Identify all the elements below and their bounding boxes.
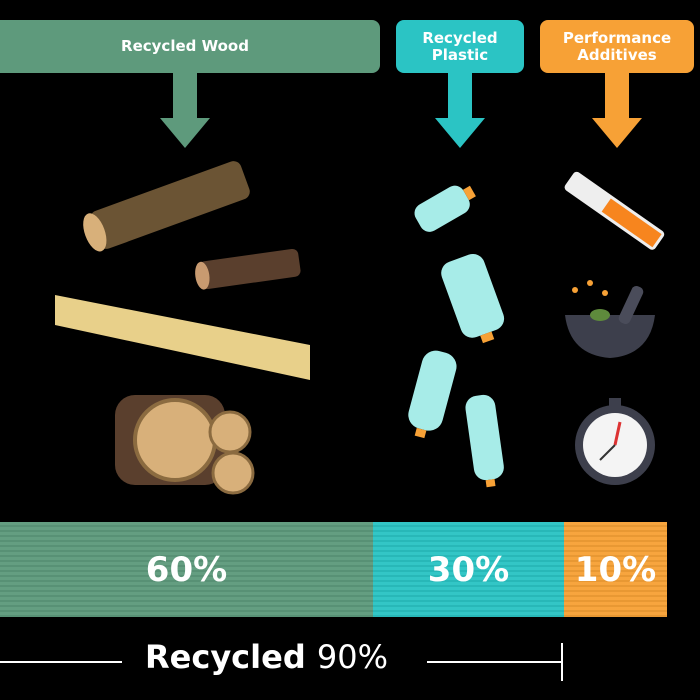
bracket-end-tick [561, 643, 563, 681]
total-value: 90% [316, 638, 388, 676]
total-label: Recycled [145, 638, 306, 676]
header-label: Performance [562, 28, 672, 47]
wood-logs-illustration [55, 161, 310, 495]
recycled-total: Recycled 90% [145, 638, 388, 676]
header-label: Recycled [422, 28, 498, 47]
segment-label: 30% [427, 549, 510, 590]
segment-label: 60% [145, 549, 228, 590]
bar-segment-plastic: 30% [373, 522, 564, 617]
arrow-down-icon [592, 73, 642, 148]
bar-segment-wood: 60% [0, 522, 373, 617]
header-label: Plastic [431, 45, 489, 64]
header-label: Additives [577, 45, 657, 64]
segment-label: 10% [574, 549, 657, 590]
additives-illustration [564, 171, 665, 485]
header-label: Recycled Wood [121, 37, 249, 55]
header-recycled-wood: Recycled Wood [0, 20, 380, 73]
bar-segment-additives: 10% [564, 522, 667, 617]
arrow-down-icon [160, 73, 210, 148]
bracket-line-left [0, 661, 122, 663]
plastic-bottles-illustration [408, 185, 505, 488]
arrow-down-icon [435, 73, 485, 148]
bracket-line-right [427, 661, 562, 663]
